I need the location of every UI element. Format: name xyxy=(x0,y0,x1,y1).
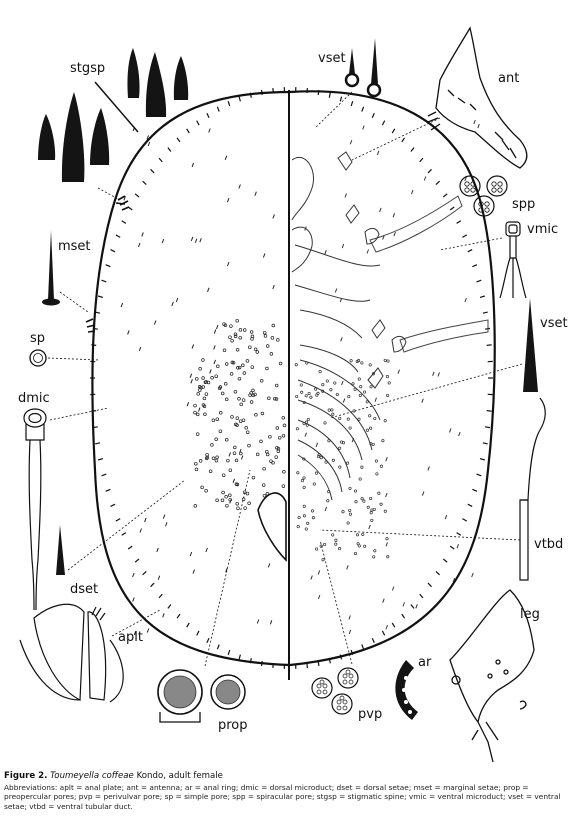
label-stgsp: stgsp xyxy=(70,61,105,76)
stigmatic-cleft-upper xyxy=(115,195,130,211)
caption-figure-label: Figure 2. xyxy=(4,771,48,781)
caption-abbreviations: Abbreviations: aplt = anal plate; ant = … xyxy=(4,782,561,811)
label-prop: prop xyxy=(218,718,248,733)
label-dset: dset xyxy=(70,582,98,597)
sp-pointer xyxy=(47,357,101,361)
dset-pointer xyxy=(67,479,186,571)
vset-top-pointer xyxy=(314,91,353,129)
simple-pore-illustration xyxy=(29,349,47,367)
label-vset-top: vset xyxy=(318,51,346,66)
figure-illustration: stgsp mset sp dmic dset aplt prop vset a… xyxy=(18,26,568,763)
spiracular-pores-illustration xyxy=(459,175,508,217)
aplt-pointer xyxy=(111,609,161,637)
antenna-illustration xyxy=(427,26,528,169)
label-vmic: vmic xyxy=(527,222,558,237)
figure-caption: Figure 2. Toumeyella coffeae Kondo, adul… xyxy=(4,771,571,811)
dorsal-seta-illustration xyxy=(56,525,65,575)
dorsal-microduct-illustration xyxy=(23,408,47,611)
caption-species: Toumeyella coffeae xyxy=(50,771,134,781)
scale-insect-drawing: stgsp mset sp dmic dset aplt prop vset a… xyxy=(18,26,568,763)
vtbd-pointer xyxy=(319,529,521,541)
label-leg: leg xyxy=(520,607,540,622)
label-mset: mset xyxy=(58,239,91,254)
ventral-tubular-duct-illustration xyxy=(519,397,546,581)
label-vset-right: vset xyxy=(540,316,568,331)
ventral-structures xyxy=(291,151,489,501)
stigmatic-spines-illustration xyxy=(38,48,189,182)
stigmatic-cleft-lower xyxy=(85,318,96,333)
marginal-seta-illustration xyxy=(42,230,60,306)
ventral-seta-right-illustration xyxy=(523,298,538,392)
pvp-pointer xyxy=(319,539,353,665)
dmic-pointer xyxy=(49,407,109,421)
ventral-microduct-illustration xyxy=(499,221,527,299)
label-ar: ar xyxy=(418,655,432,670)
body-outline xyxy=(91,90,496,667)
label-sp: sp xyxy=(30,331,45,346)
preopercular-pores-illustration xyxy=(157,669,246,723)
ventral-pores-field xyxy=(294,119,480,635)
stgsp-leader xyxy=(94,81,139,133)
label-dmic: dmic xyxy=(18,391,50,406)
perivulvar-pores-illustration xyxy=(311,667,359,715)
ant-pointer xyxy=(351,117,441,161)
mset-pointer xyxy=(59,291,89,313)
leg-illustration xyxy=(449,589,535,763)
vset-right-pointer xyxy=(329,363,523,419)
ventral-seta-top-illustration xyxy=(344,38,382,98)
label-aplt: aplt xyxy=(118,630,143,645)
anal-plate-illustration xyxy=(19,603,124,703)
label-ant: ant xyxy=(498,71,519,86)
anal-plate-outline xyxy=(257,492,287,562)
stgsp-pointer xyxy=(97,187,121,201)
caption-description: Kondo, adult female xyxy=(133,771,223,781)
vmic-pointer xyxy=(439,237,503,251)
prop-pointer xyxy=(204,469,251,667)
dorsal-pores-field xyxy=(120,126,287,636)
label-vtbd: vtbd xyxy=(534,537,563,552)
label-spp: spp xyxy=(512,197,535,212)
anal-ring-illustration xyxy=(395,660,418,720)
marginal-setae-ticks xyxy=(90,87,493,669)
label-pvp: pvp xyxy=(358,707,382,722)
